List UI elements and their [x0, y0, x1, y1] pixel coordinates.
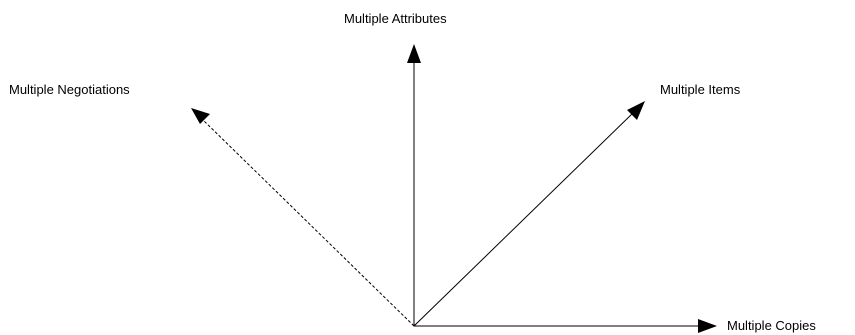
axis-copies-arrowhead: [698, 319, 717, 333]
axis-multiple-copies: [414, 319, 717, 333]
axis-items-arrowhead: [627, 101, 645, 120]
label-multiple-items: Multiple Items: [660, 82, 741, 97]
axis-multiple-attributes: [407, 44, 421, 326]
label-multiple-negotiations: Multiple Negotiations: [9, 82, 130, 97]
label-multiple-copies: Multiple Copies: [727, 318, 816, 333]
axis-multiple-items: [413, 101, 645, 327]
label-multiple-attributes: Multiple Attributes: [344, 11, 447, 26]
axis-negotiations-arrowhead: [191, 108, 210, 124]
axis-negotiations-line: [201, 118, 415, 327]
axis-attributes-arrowhead: [407, 44, 421, 63]
axis-items-line: [413, 111, 635, 327]
axis-multiple-negotiations: [191, 108, 415, 327]
origin-point: [413, 325, 415, 327]
